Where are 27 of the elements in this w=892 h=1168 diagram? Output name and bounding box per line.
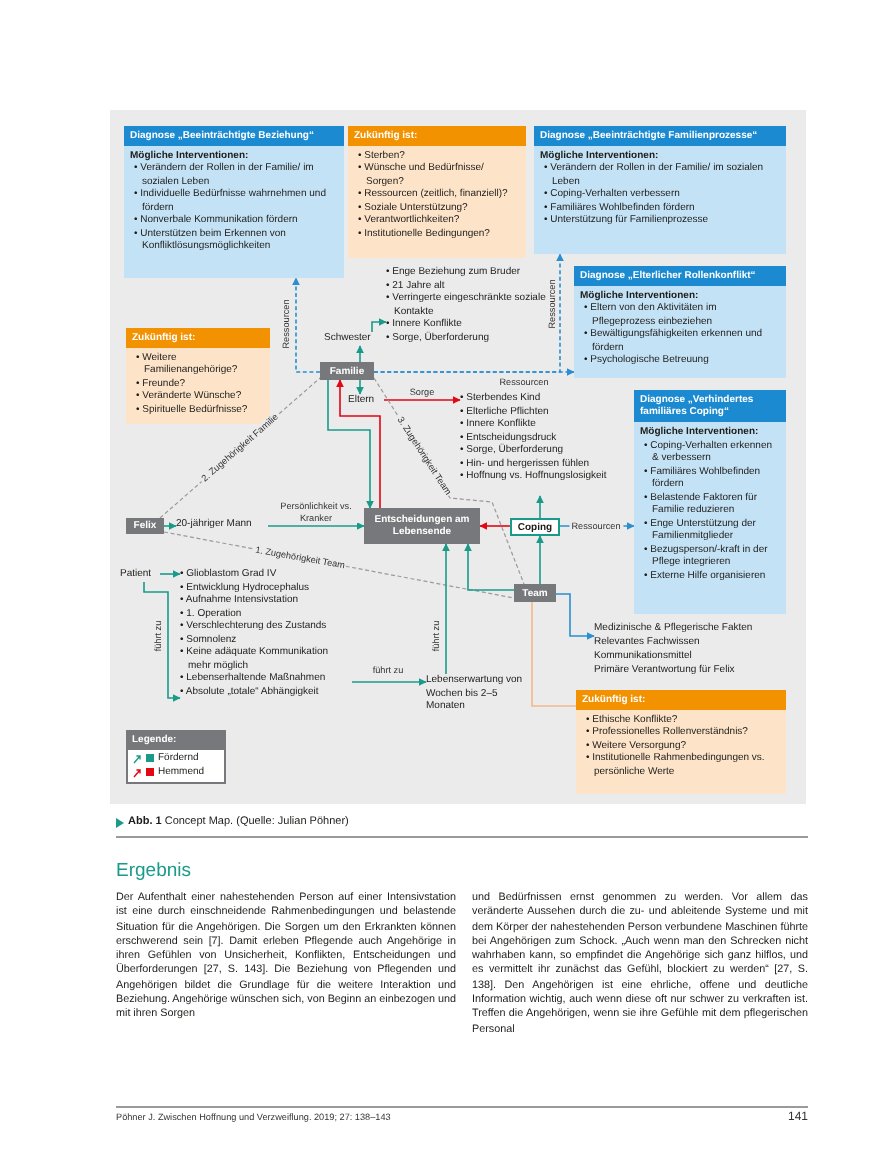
arrow: [163, 522, 177, 530]
arrow: [442, 543, 450, 675]
arrow: [351, 678, 427, 686]
arrow: [327, 379, 374, 509]
arrow: [267, 522, 365, 530]
arrow: [356, 345, 364, 363]
arrow: [555, 593, 595, 640]
arrow: [336, 379, 381, 509]
arrow: [356, 379, 364, 395]
arrow: [536, 495, 544, 519]
arrow: [143, 581, 181, 702]
outlook-card: [348, 126, 526, 258]
diagnosis-card: [574, 266, 786, 378]
arrow: [536, 535, 544, 585]
outlook-card: [576, 690, 786, 794]
arrow: [292, 277, 321, 373]
section-heading: Ergebnis: [116, 858, 191, 886]
arrow: [371, 318, 387, 333]
diagnosis-card: [634, 390, 786, 614]
arrow: [159, 570, 181, 578]
arrow: [479, 522, 511, 530]
arrow: [464, 543, 515, 591]
diagnosis-card: [124, 126, 344, 278]
arrow: [383, 396, 461, 404]
arrow: [373, 368, 575, 376]
diagnosis-card: [534, 126, 786, 254]
connector-line: [531, 601, 577, 707]
